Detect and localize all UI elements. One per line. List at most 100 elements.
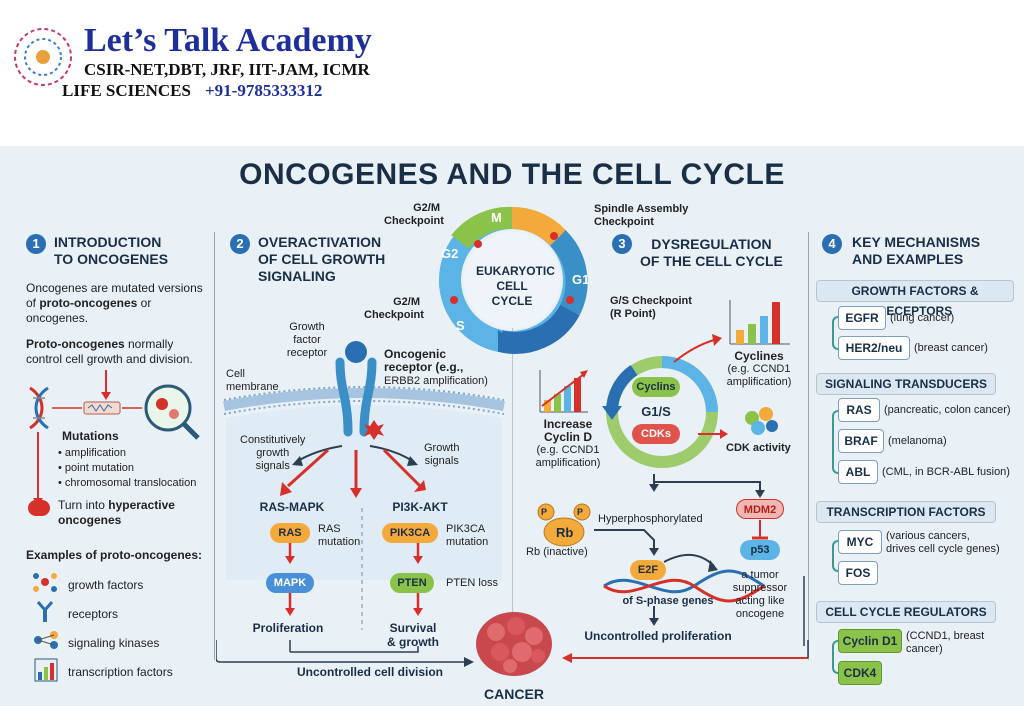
hyperphosphorylated-label: Hyperphosphorylated bbox=[598, 513, 703, 525]
growth-factors-icon bbox=[32, 570, 58, 599]
arrow-to-cancer bbox=[562, 640, 809, 663]
gene-fos: FOS bbox=[838, 561, 878, 585]
divider-1 bbox=[214, 232, 215, 660]
gene-ras: RAS bbox=[838, 398, 880, 422]
hyperactive-oncogenes-text: Turn into hyperactive oncogenes bbox=[58, 498, 175, 527]
category-cell-cycle-regulators: CELL CYCLE REGULATORS bbox=[816, 601, 996, 623]
cdk-activity-label: CDK activity bbox=[726, 442, 791, 454]
uncontrolled-proliferation-label: Uncontrolled proliferation bbox=[584, 629, 732, 643]
logo-icon bbox=[12, 26, 74, 88]
gene-braf-note: (melanoma) bbox=[888, 435, 947, 447]
brand-phone: +91-9785333312 bbox=[204, 81, 323, 100]
section-2-number: 2 bbox=[230, 234, 250, 254]
phospho-label-1: P bbox=[541, 507, 548, 517]
proto-oncogene-paragraph: Proto-oncogenes normally control cell gr… bbox=[26, 337, 193, 366]
bracket-2 bbox=[832, 410, 842, 474]
intro-paragraph: Oncogenes are mutated versions of proto-… bbox=[26, 281, 203, 325]
category-growth-factors: GROWTH FACTORS & RECEPTORS bbox=[816, 280, 1014, 318]
oncogenic-receptor-label: Oncogenic receptor (e.g., ERBB2 amplific… bbox=[384, 347, 488, 388]
pten-node: PTEN bbox=[390, 573, 434, 593]
ras-mapk-label: RAS-MAPK bbox=[259, 500, 325, 514]
gene-myc: MYC bbox=[838, 530, 882, 554]
gene-abl-note: (CML, in BCR-ABL fusion) bbox=[882, 466, 1010, 478]
phospho-label-2: P bbox=[577, 507, 584, 517]
cell-cycle-dysregulation-diagram bbox=[537, 300, 805, 646]
gene-icon bbox=[83, 401, 121, 415]
g1s-label: G1/S bbox=[641, 404, 671, 419]
rb-node: Rb bbox=[556, 525, 574, 540]
brand-subject: LIFE SCIENCES+91-9785333312 bbox=[62, 81, 323, 100]
section-1-number: 1 bbox=[26, 234, 46, 254]
survival-growth-label: Survival& growth bbox=[387, 621, 439, 649]
receptor-icon bbox=[335, 341, 377, 437]
pik3ca-node: PIK3CA bbox=[382, 523, 438, 543]
mutation-illustration bbox=[29, 370, 200, 506]
mutation-burst-icon bbox=[364, 420, 384, 440]
example-kinases: signaling kinases bbox=[68, 636, 160, 650]
example-growth-factors: growth factors bbox=[68, 578, 144, 592]
rb-inactive-label: Rb (inactive) bbox=[526, 546, 588, 558]
phase-g2-label: G2 bbox=[441, 246, 459, 261]
proliferation-label: Proliferation bbox=[252, 621, 324, 635]
brand-title: Let’s Talk Academy bbox=[84, 22, 372, 59]
bracket-1 bbox=[832, 316, 842, 350]
kinase-icon bbox=[32, 630, 60, 655]
divider-3 bbox=[808, 232, 809, 660]
s-phase-arc bbox=[438, 279, 503, 352]
rb-protein-icon bbox=[537, 503, 591, 547]
cancer-label: CANCER bbox=[484, 686, 544, 702]
section-4-number: 4 bbox=[822, 234, 842, 254]
mutation-types-list: • amplification • point mutation • chrom… bbox=[58, 447, 197, 489]
mutations-label: Mutations bbox=[62, 429, 119, 443]
phase-g1-label: G1 bbox=[572, 272, 590, 287]
cdks-node: CDKs bbox=[632, 424, 680, 444]
cancer-tumor-icon bbox=[476, 612, 552, 676]
cell-icon bbox=[28, 500, 50, 516]
ras-node: RAS bbox=[270, 523, 310, 543]
divider-2 bbox=[512, 300, 513, 650]
phase-m-label: M bbox=[491, 210, 502, 225]
phase-s-label: S bbox=[456, 318, 465, 333]
gene-egfr-note: (lung cancer) bbox=[890, 312, 955, 324]
g2-phase-arc bbox=[451, 206, 513, 250]
section-3-number: 3 bbox=[612, 234, 632, 254]
gene-abl: ABL bbox=[838, 460, 878, 484]
pi3k-akt-label: PI3K-AKT bbox=[392, 500, 448, 514]
mapk-node: MAPK bbox=[266, 573, 314, 593]
bracket-4 bbox=[832, 640, 842, 674]
cyclin-d-bar-icon bbox=[539, 370, 588, 413]
gene-myc-note: (various cancers,drives cell cycle genes… bbox=[886, 530, 1000, 555]
dna-helix-icon bbox=[603, 569, 765, 603]
gene-cdk4: CDK4 bbox=[838, 661, 882, 685]
dna-icon bbox=[29, 386, 49, 430]
s-phase-genes-label: of S-phase genes bbox=[622, 595, 714, 607]
pten-loss-label: PTEN loss bbox=[446, 577, 498, 589]
cyclins-node: Cyclins bbox=[632, 377, 680, 397]
gene-ras-note: (pancreatic, colon cancer) bbox=[884, 404, 1011, 416]
examples-title: Examples of proto-oncogenes: bbox=[26, 548, 203, 562]
gene-cyclin-d1: Cyclin D1 bbox=[838, 629, 902, 653]
mdm2-node: MDM2 bbox=[736, 499, 784, 519]
cell-magnifier-icon bbox=[144, 384, 200, 440]
p53-node: p53 bbox=[740, 540, 780, 560]
cell-cycle-diagram bbox=[438, 206, 588, 354]
category-signaling-transducers: SIGNALING TRANSDUCERS bbox=[816, 373, 996, 395]
gene-braf: BRAF bbox=[838, 429, 884, 453]
brand-exams: CSIR-NET,DBT, JRF, IIT-JAM, ICMR bbox=[84, 60, 370, 79]
